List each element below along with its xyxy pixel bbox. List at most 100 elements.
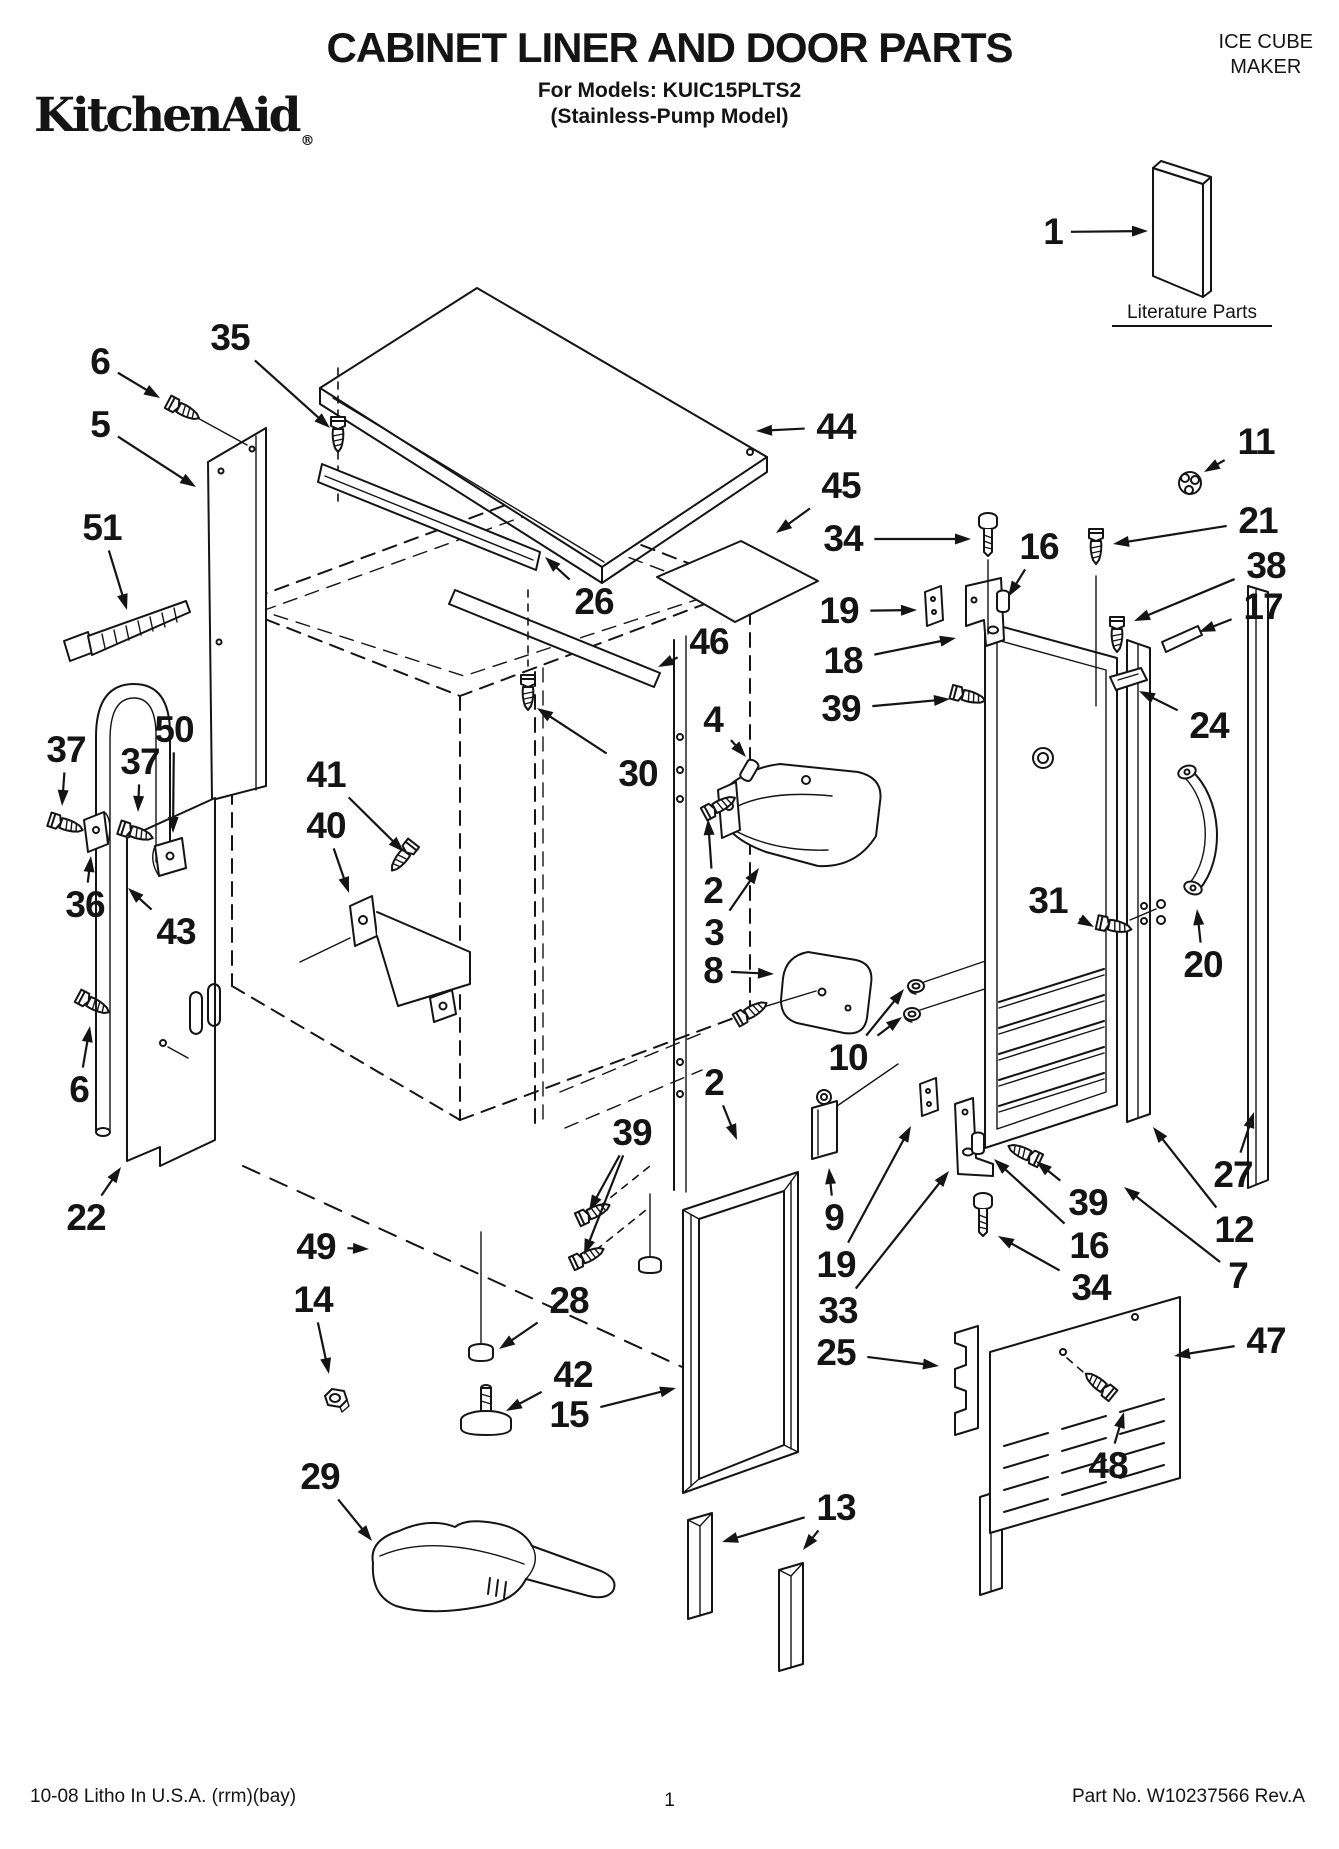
part-callout: 16	[1069, 1225, 1109, 1266]
door-gasket	[682, 1171, 799, 1494]
liner-front-edge	[673, 635, 687, 1193]
ice-scoop	[371, 1520, 616, 1613]
part-callout: 34	[1071, 1267, 1111, 1308]
part-callout: 33	[818, 1290, 858, 1331]
part-callout: 11	[1237, 421, 1275, 462]
part-callout: 19	[819, 590, 859, 631]
part-callout: 39	[1068, 1182, 1108, 1223]
part-callout: 50	[154, 709, 194, 750]
part-callout: 42	[553, 1354, 593, 1395]
part-callout: 17	[1243, 586, 1283, 627]
part-callout: 40	[306, 805, 346, 846]
support-bracket-40	[299, 895, 471, 1023]
part-callout: 13	[816, 1487, 856, 1528]
hinge-plate-top	[924, 585, 944, 627]
filler-bar-13	[778, 1562, 804, 1672]
part-callout: 18	[823, 640, 863, 681]
part-callout: 5	[90, 404, 111, 445]
part-callout: 39	[612, 1112, 652, 1153]
part-callout: 6	[69, 1069, 90, 1110]
part-callout: 12	[1214, 1209, 1254, 1250]
part-callout: 10	[828, 1037, 868, 1078]
model-line: For Models: KUIC15PLTS2	[537, 79, 802, 102]
part-callout: 45	[821, 465, 861, 506]
part-callout: 6	[90, 341, 111, 382]
part-callout: 3	[704, 912, 725, 953]
part-callout: 31	[1028, 880, 1068, 921]
tube-clamp-36	[83, 811, 111, 853]
brand-logo: KitchenAid®	[34, 88, 314, 149]
part-callout: 51	[82, 507, 122, 548]
part-callout: 47	[1246, 1320, 1286, 1361]
foam-pad	[656, 540, 819, 623]
page-title: CABINET LINER AND DOOR PARTS	[326, 24, 1014, 71]
literature-parts-caption: Literature Parts	[1112, 302, 1272, 327]
part-callout: 27	[1213, 1154, 1253, 1195]
part-callout: 24	[1189, 705, 1229, 746]
top-cover	[319, 287, 768, 584]
appliance-type-line1: ICE CUBE	[1218, 31, 1313, 53]
liner-top-rim	[448, 589, 661, 688]
handle-hole	[1156, 899, 1166, 909]
door-edge-trim	[1126, 639, 1151, 1123]
part-callout: 19	[816, 1244, 856, 1285]
handle-hole	[1156, 915, 1166, 925]
appliance-type-label: ICE CUBE MAKER	[1219, 30, 1313, 80]
part-callout: 35	[210, 317, 250, 358]
filler-bar-13	[687, 1512, 713, 1620]
part-callout: 15	[549, 1394, 589, 1435]
part-callout: 43	[156, 911, 196, 952]
part-callout: 22	[66, 1197, 106, 1238]
base-grille	[989, 1296, 1181, 1534]
part-callout: 26	[574, 581, 614, 622]
print-info: 10-08 Litho In U.S.A. (rrm)(bay)	[30, 1786, 297, 1807]
door-panel	[984, 621, 1118, 1149]
registered-mark: ®	[300, 133, 315, 149]
drain-bracket-25	[954, 1325, 979, 1436]
part-callout: 8	[703, 950, 724, 991]
part-callout: 36	[65, 884, 105, 925]
cable-tie	[63, 600, 191, 662]
part-callout: 29	[300, 1456, 340, 1497]
back-panel	[193, 415, 267, 801]
access-cover	[780, 951, 873, 1035]
side-access-panel	[126, 797, 221, 1167]
part-callout: 44	[816, 406, 856, 447]
tube-clamp-50	[152, 837, 187, 877]
part-callout: 34	[823, 518, 863, 559]
drain-hose	[95, 683, 171, 1137]
part-callout: 49	[296, 1226, 336, 1267]
part-callout: 14	[293, 1279, 333, 1320]
part-callout: 2	[704, 1062, 725, 1103]
appliance-type-line2: MAKER	[1230, 56, 1302, 78]
door-handle	[1177, 764, 1218, 896]
leveling-bolt-28	[468, 1231, 494, 1362]
variant-line: (Stainless-Pump Model)	[550, 105, 789, 128]
brand-name: KitchenAid	[34, 88, 301, 143]
part-callout: 28	[549, 1280, 589, 1321]
mounting-rail	[317, 463, 541, 571]
literature-book	[1152, 160, 1212, 298]
top-hinge-bracket	[965, 577, 1005, 647]
door-stop-bracket-24	[1109, 667, 1148, 691]
part-callout: 25	[816, 1332, 856, 1373]
side-trim	[1247, 585, 1269, 1189]
part-callout: 9	[824, 1197, 845, 1238]
retainer-clip-11	[1178, 471, 1202, 495]
part-callout: 37	[46, 729, 86, 770]
part-callout: 20	[1183, 944, 1223, 985]
drain-connector	[811, 1063, 899, 1160]
part-callout: 2	[703, 870, 724, 911]
part-callout: 41	[306, 754, 346, 795]
page-number: 1	[664, 1790, 675, 1811]
model-subtitle: For Models: KUIC15PLTS2 (Stainless-Pump …	[0, 78, 1339, 130]
part-callout: 30	[618, 753, 658, 794]
part-callout: 16	[1019, 526, 1059, 567]
part-callout: 7	[1228, 1255, 1249, 1296]
spacer-strip	[1161, 625, 1203, 653]
ice-deflector	[717, 763, 882, 868]
leveling-bolt-28	[638, 1193, 662, 1274]
part-callout: 39	[821, 688, 861, 729]
